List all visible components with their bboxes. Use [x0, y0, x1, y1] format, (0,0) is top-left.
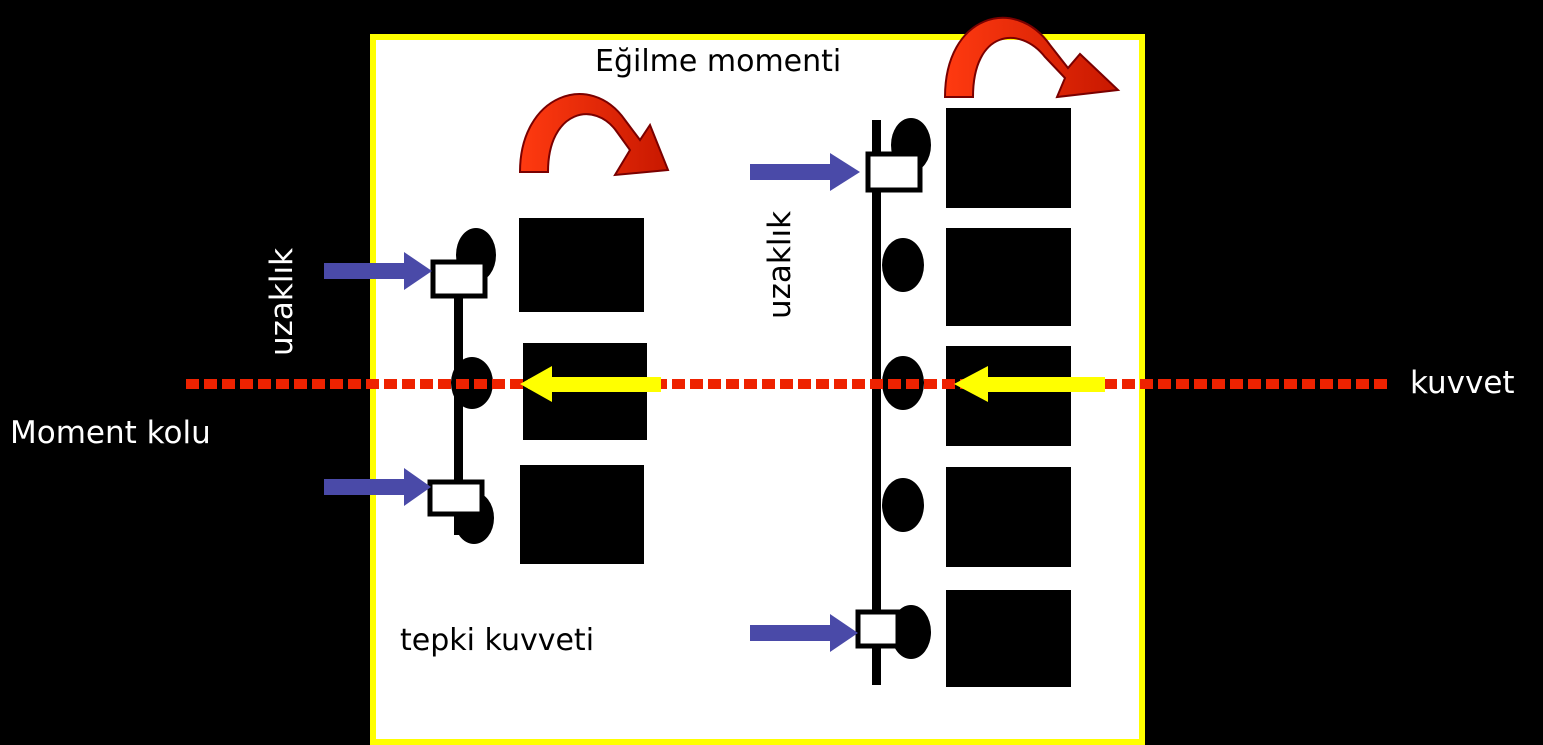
- distance-label-left: uzaklık: [264, 248, 300, 356]
- reaction-arrow-right-top: [750, 153, 860, 191]
- left-tooth-3: [520, 465, 644, 564]
- reaction-arrow-left-top: [324, 252, 432, 290]
- right-bottom-clasp: [891, 605, 931, 659]
- distance-label-right: uzaklık: [762, 211, 798, 319]
- right-denture-diagram: [855, 108, 1071, 687]
- right-tooth-2: [946, 228, 1071, 326]
- right-tooth-5: [946, 590, 1071, 687]
- right-bar: [872, 120, 881, 685]
- reaction-arrow-left-bottom: [324, 468, 431, 506]
- reaction-force-label: tepki kuvveti: [400, 623, 594, 658]
- moment-arrow-left: [518, 93, 670, 177]
- right-bottom-rest: [855, 609, 901, 649]
- moment-arrow-right: [943, 17, 1121, 99]
- right-clasp-3: [882, 356, 924, 410]
- force-arrow-right: [954, 366, 1105, 402]
- right-clasp-2: [882, 238, 924, 292]
- right-tooth-3: [946, 346, 1071, 446]
- reaction-arrow-right-bottom: [750, 614, 858, 652]
- left-denture-diagram: [427, 218, 647, 564]
- force-arrow-left: [520, 366, 661, 402]
- left-top-rest: [430, 259, 488, 299]
- left-bottom-rest: [427, 479, 485, 517]
- right-tooth-1: [946, 108, 1071, 208]
- force-label: kuvvet: [1410, 365, 1515, 401]
- left-tooth-1: [519, 218, 644, 312]
- moment-arm-label: Moment kolu: [10, 415, 211, 451]
- title-label: Eğilme momenti: [595, 44, 841, 79]
- right-clasp-4: [882, 478, 924, 532]
- left-middle-clasp: [451, 357, 493, 409]
- right-top-rest: [865, 151, 923, 193]
- right-tooth-4: [946, 467, 1071, 567]
